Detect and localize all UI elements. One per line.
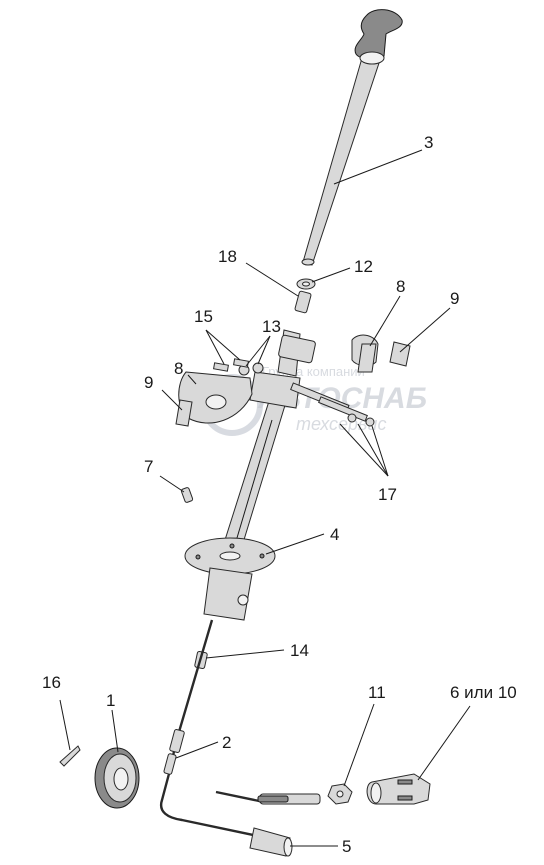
callout-9-right: 9 xyxy=(450,289,459,308)
callout-11: 11 xyxy=(368,683,386,702)
leader-9-right xyxy=(399,307,451,353)
leader-17b xyxy=(357,423,389,477)
part-3-handle-rod xyxy=(301,9,403,266)
leader-9-left xyxy=(161,389,183,411)
callout-5: 5 xyxy=(342,837,351,856)
leader-14 xyxy=(205,649,285,659)
part-1-drum xyxy=(94,747,140,809)
part-7-pin xyxy=(180,487,194,503)
callout-8-right: 8 xyxy=(396,277,405,296)
part-11-nut xyxy=(327,783,353,805)
part-17-fasteners xyxy=(290,382,375,427)
callout-16: 16 xyxy=(42,673,61,692)
callout-3: 3 xyxy=(424,133,433,152)
callout-7: 7 xyxy=(144,457,153,476)
part-8-plate-left xyxy=(178,371,253,424)
leader-18 xyxy=(245,262,299,297)
callout-17: 17 xyxy=(378,485,397,504)
part-16-split-pin xyxy=(59,745,81,767)
callout-1: 1 xyxy=(106,691,115,710)
callout-15: 15 xyxy=(194,307,213,326)
leader-8-left xyxy=(187,374,197,385)
leader-16 xyxy=(59,699,71,751)
leader-lines xyxy=(59,149,471,847)
part-4-lever-column xyxy=(184,329,316,621)
leader-15a xyxy=(205,329,225,365)
leader-2 xyxy=(175,741,219,759)
part-6-or-10-fork xyxy=(366,773,431,805)
leader-4 xyxy=(265,533,325,555)
part-15-bolts xyxy=(213,358,249,372)
part-5-fitting xyxy=(249,827,293,857)
callout-12: 12 xyxy=(354,257,373,276)
callout-14: 14 xyxy=(290,641,309,660)
callout-18: 18 xyxy=(218,247,237,266)
leader-6 xyxy=(417,705,471,781)
callout-8-left: 8 xyxy=(174,359,183,378)
callout-6-or-10: 6 или 10 xyxy=(450,683,517,702)
callout-9-left: 9 xyxy=(144,373,153,392)
part-9-clip-left xyxy=(175,399,193,427)
part-12-washer xyxy=(296,278,316,290)
part-2-sheath xyxy=(257,793,321,805)
callout-labels: 3 18 12 8 9 15 13 8 9 7 17 4 14 16 1 11 … xyxy=(42,133,517,856)
part-2-cable xyxy=(159,619,265,838)
callout-13: 13 xyxy=(262,317,281,336)
leader-17a xyxy=(339,423,389,477)
leader-15b xyxy=(205,329,241,361)
leader-3 xyxy=(333,149,423,185)
leader-8-right xyxy=(369,295,401,347)
part-18-bushing xyxy=(294,290,312,314)
leader-13b xyxy=(257,335,271,365)
leader-17c xyxy=(371,425,389,477)
leader-12 xyxy=(311,267,351,283)
leader-11 xyxy=(343,703,375,787)
callout-2: 2 xyxy=(222,733,231,752)
leader-1 xyxy=(111,709,119,753)
leader-7 xyxy=(159,475,185,493)
callout-4: 4 xyxy=(330,525,339,544)
leader-13a xyxy=(245,335,271,367)
